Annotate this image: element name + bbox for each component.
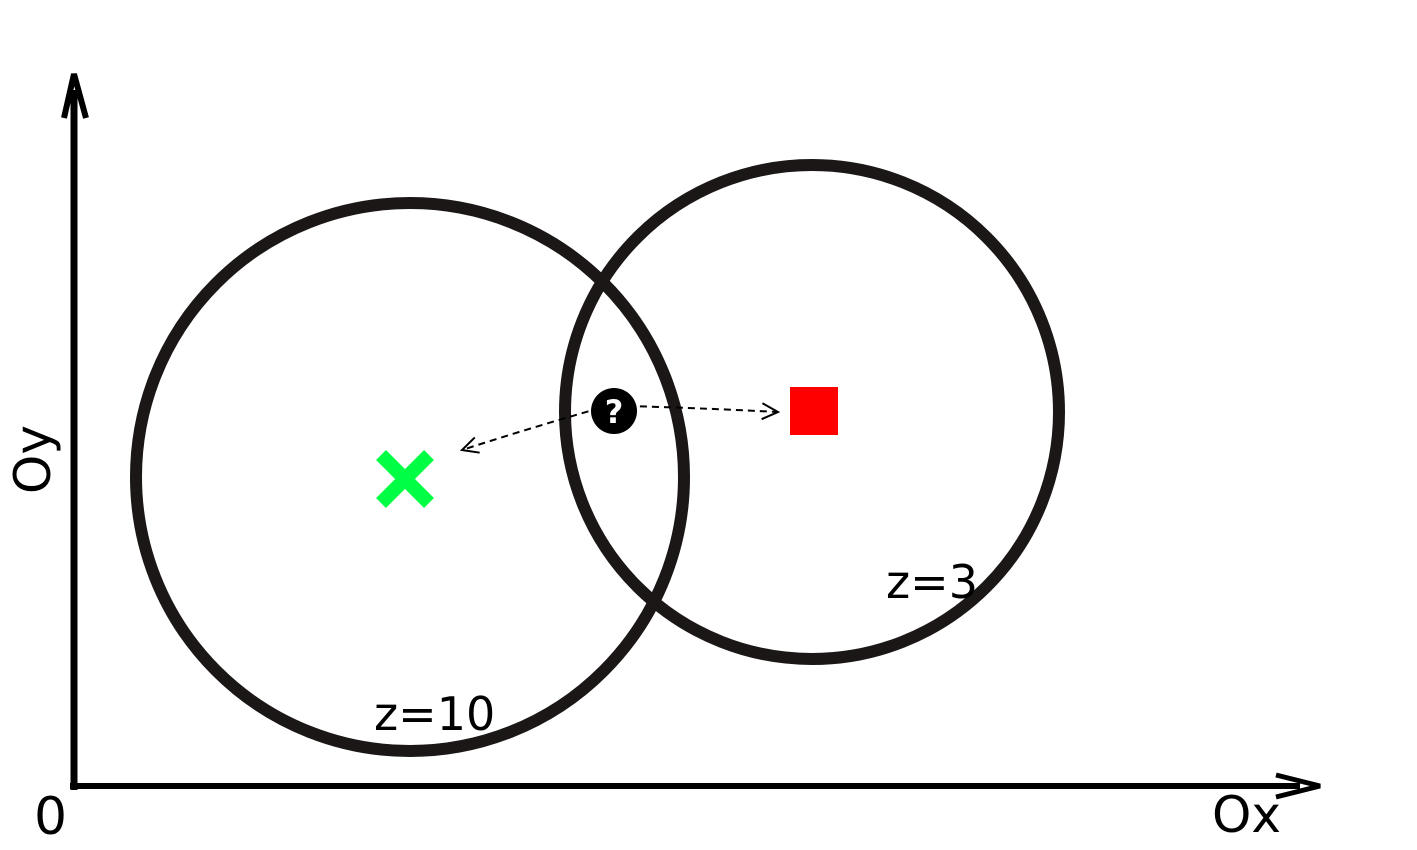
circle-right-label: z=3 (886, 555, 978, 609)
unknown-point-glyph: ? (605, 393, 624, 431)
circle-left-label: z=10 (374, 687, 495, 741)
x-axis-arrow-icon (1275, 772, 1321, 800)
unknown-point: ? (591, 388, 637, 434)
unknown-point-icon (591, 388, 637, 434)
green-cross-icon (376, 450, 434, 508)
circle-right (559, 159, 1065, 665)
dashed-arrow-to-cross (462, 407, 601, 450)
red-square-icon (790, 387, 838, 435)
dashed-arrow-to-square (627, 406, 778, 412)
circle-left (130, 197, 690, 757)
x-axis-label: Ox (1212, 786, 1281, 844)
origin-label: 0 (34, 787, 67, 847)
y-axis-label: Oy (4, 425, 62, 494)
y-axis-arrow-icon (61, 73, 89, 119)
axes (61, 73, 1321, 800)
